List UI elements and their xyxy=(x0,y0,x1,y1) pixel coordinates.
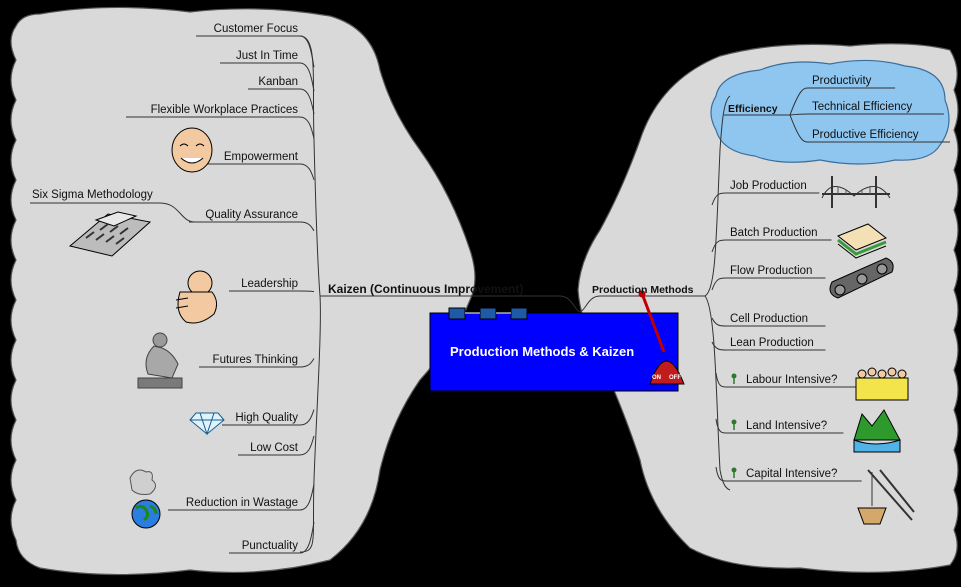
kaizen-item-high-quality[interactable]: High Quality xyxy=(235,412,298,424)
efficiency-item-technical-efficiency[interactable]: Technical Efficiency xyxy=(812,101,912,113)
conveyor-belt-icon xyxy=(829,257,894,299)
key-icon xyxy=(731,373,737,384)
kaizen-item-customer-focus[interactable]: Customer Focus xyxy=(214,23,299,35)
kaizen-item-futures-thinking[interactable]: Futures Thinking xyxy=(213,354,298,366)
kaizen-item-kanban[interactable]: Kanban xyxy=(258,76,298,88)
key-icon xyxy=(731,467,737,478)
kaizen-item-empowerment[interactable]: Empowerment xyxy=(224,151,299,163)
center-node[interactable]: Production Methods & Kaizen ON OFF xyxy=(429,290,685,392)
bridge-icon xyxy=(821,176,891,208)
crowd-icon xyxy=(855,367,909,401)
calculator-icon xyxy=(68,211,152,257)
pointing-hand-icon xyxy=(175,270,218,324)
kaizen-item-quality-assurance[interactable]: Quality Assurance xyxy=(205,209,298,221)
question-capital-intensive-[interactable]: Capital Intensive? xyxy=(746,468,837,480)
crane-hook-icon xyxy=(857,469,915,525)
production-method-batch-production[interactable]: Batch Production xyxy=(730,227,818,239)
kaizen-item-flexible-workplace-practices[interactable]: Flexible Workplace Practices xyxy=(151,104,299,116)
production-title[interactable]: Production Methods xyxy=(592,284,694,296)
lever-switch-icon: ON OFF xyxy=(638,290,685,385)
question-labour-intensive-[interactable]: Labour Intensive? xyxy=(746,374,837,386)
production-method-cell-production[interactable]: Cell Production xyxy=(730,313,808,325)
kaizen-item-just-in-time[interactable]: Just In Time xyxy=(236,50,298,62)
efficiency-item-productivity[interactable]: Productivity xyxy=(812,75,872,87)
production-method-flow-production[interactable]: Flow Production xyxy=(730,265,812,277)
kaizen-item-reduction-in-wastage[interactable]: Reduction in Wastage xyxy=(186,497,298,509)
diamond-icon xyxy=(189,412,225,436)
svg-text:OFF: OFF xyxy=(669,375,681,381)
efficiency-title[interactable]: Efficiency xyxy=(728,103,778,115)
landscape-icon xyxy=(853,409,901,453)
six-sigma-label[interactable]: Six Sigma Methodology xyxy=(32,189,153,201)
tab-icon xyxy=(479,307,497,320)
key-icon xyxy=(731,419,737,430)
kaizen-item-leadership[interactable]: Leadership xyxy=(241,278,298,290)
tab-icon xyxy=(510,307,528,320)
sandwich-icon xyxy=(837,223,887,259)
efficiency-item-productive-efficiency[interactable]: Productive Efficiency xyxy=(812,129,919,141)
smiley-face-icon xyxy=(171,127,213,173)
svg-text:ON: ON xyxy=(652,375,661,381)
efficiency-cloud xyxy=(710,59,950,165)
production-method-lean-production[interactable]: Lean Production xyxy=(730,337,814,349)
question-land-intensive-[interactable]: Land Intensive? xyxy=(746,420,827,432)
thinker-statue-icon xyxy=(137,332,183,389)
kaizen-title[interactable]: Kaizen (Continuous Improvement) xyxy=(328,282,523,296)
tab-icon xyxy=(448,307,466,320)
kaizen-item-punctuality[interactable]: Punctuality xyxy=(242,540,299,552)
globe-smoke-icon xyxy=(129,469,161,529)
center-title: Production Methods & Kaizen xyxy=(450,344,634,359)
production-method-job-production[interactable]: Job Production xyxy=(730,180,807,192)
kaizen-item-low-cost[interactable]: Low Cost xyxy=(250,442,299,454)
